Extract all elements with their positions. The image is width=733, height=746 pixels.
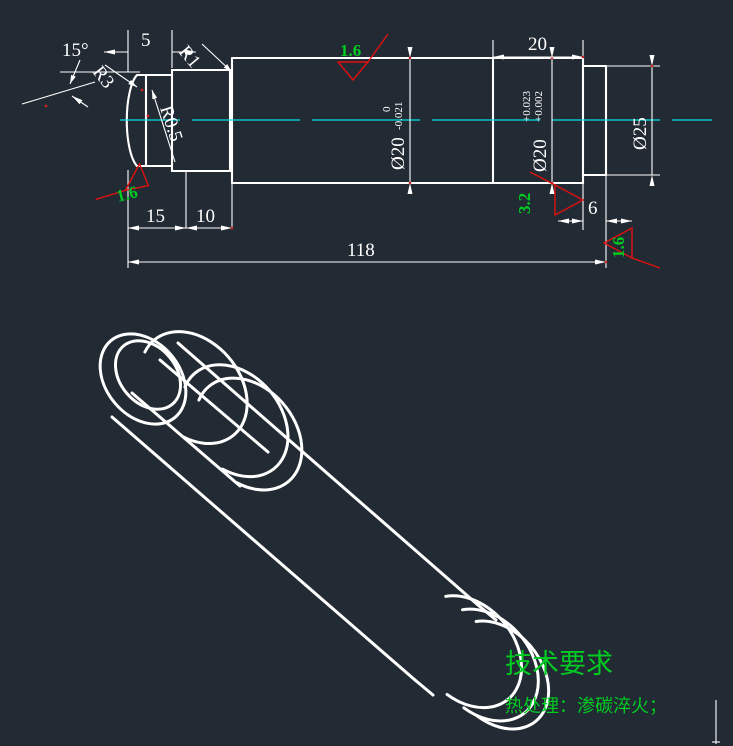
iso-shaft-edge-bottom — [110, 415, 417, 682]
iso-head-conn-b — [413, 678, 435, 697]
dim-len-15: 15 — [146, 206, 165, 227]
dim-dia20-right-upper: +0.023 — [521, 91, 533, 122]
notes-line-1: 热处理：渗碳淬火； — [505, 696, 667, 717]
radius-r05-annotation: R0.5 — [146, 89, 186, 163]
edge-construction-marks — [712, 700, 720, 744]
notes-heading: 技术要求 — [505, 649, 613, 680]
technical-notes-group: 技术要求 热处理：渗碳淬火； — [505, 649, 667, 717]
dim-radius-r3: R3 — [88, 62, 118, 92]
dim-20-group: 20 — [492, 34, 585, 60]
dim-dia20-right-lower: +0.002 — [533, 91, 545, 122]
dim-len-10: 10 — [196, 206, 215, 227]
surface-finish-value-right-end: 1.6 — [609, 237, 628, 258]
iso-nose-bore — [113, 339, 183, 411]
dim-dia20-mid-upper: 0 — [381, 106, 393, 112]
dim-118-group: 118 — [127, 232, 608, 268]
iso-step-edge-b — [130, 391, 242, 488]
dim-5-group: 5 — [104, 30, 196, 72]
isometric-view-group — [98, 330, 551, 731]
dim-dia-25: Ø25 — [630, 117, 651, 150]
iso-head-ring-2 — [461, 607, 540, 723]
surface-finish-left-end: 1.6 — [95, 162, 150, 206]
front-view-group: 15° R3 R0.5 R1 — [21, 30, 712, 269]
iso-shaft-edge-top — [176, 341, 480, 607]
surface-finish-value-top-mid: 1.6 — [340, 41, 361, 60]
angle-15-annotation: 15° — [21, 40, 140, 108]
surface-finish-top-mid: 1.6 — [336, 33, 389, 82]
dim-dia20-right-group: Ø20 +0.023 +0.002 — [521, 47, 555, 194]
dim-15-10-group: 15 10 — [127, 170, 234, 232]
iso-head-ring-3 — [474, 619, 551, 731]
dim-angle-15: 15° — [62, 40, 89, 61]
iso-nose-rim — [98, 332, 188, 426]
dim-dia20-mid-group: Ø20 0 -0.021 — [381, 47, 413, 194]
dim-dia20-mid-nominal: Ø20 — [388, 137, 409, 170]
dim-6-group: 6 — [558, 176, 632, 238]
dim-len-20: 20 — [528, 34, 547, 55]
radius-r1-annotation: R1 — [174, 42, 233, 73]
dim-radius-r05: R0.5 — [155, 103, 186, 144]
iso-head-conn-a — [476, 603, 498, 622]
dim-len-6: 6 — [588, 198, 598, 219]
iso-step-edge-a — [158, 358, 270, 454]
iso-collar-ring-2 — [197, 376, 304, 492]
iso-groove-ring-1 — [143, 330, 249, 445]
dim-dia25-group: Ø25 — [606, 55, 660, 186]
dim-dia20-right-nominal: Ø20 — [530, 139, 551, 172]
surface-finish-right-end: 1.6 — [602, 226, 661, 269]
dim-dia20-mid-lower: -0.021 — [393, 102, 405, 130]
surface-finish-value-right-step: 3.2 — [515, 193, 534, 214]
surface-finish-value-left-end: 1.6 — [114, 182, 139, 206]
dim-radius-r1: R1 — [174, 42, 204, 72]
surface-finish-right-step: 3.2 — [515, 171, 585, 217]
iso-head-ring-1 — [444, 594, 524, 710]
iso-collar-ring — [183, 363, 290, 479]
dim-len-5: 5 — [141, 30, 151, 51]
dim-len-118: 118 — [347, 240, 375, 261]
